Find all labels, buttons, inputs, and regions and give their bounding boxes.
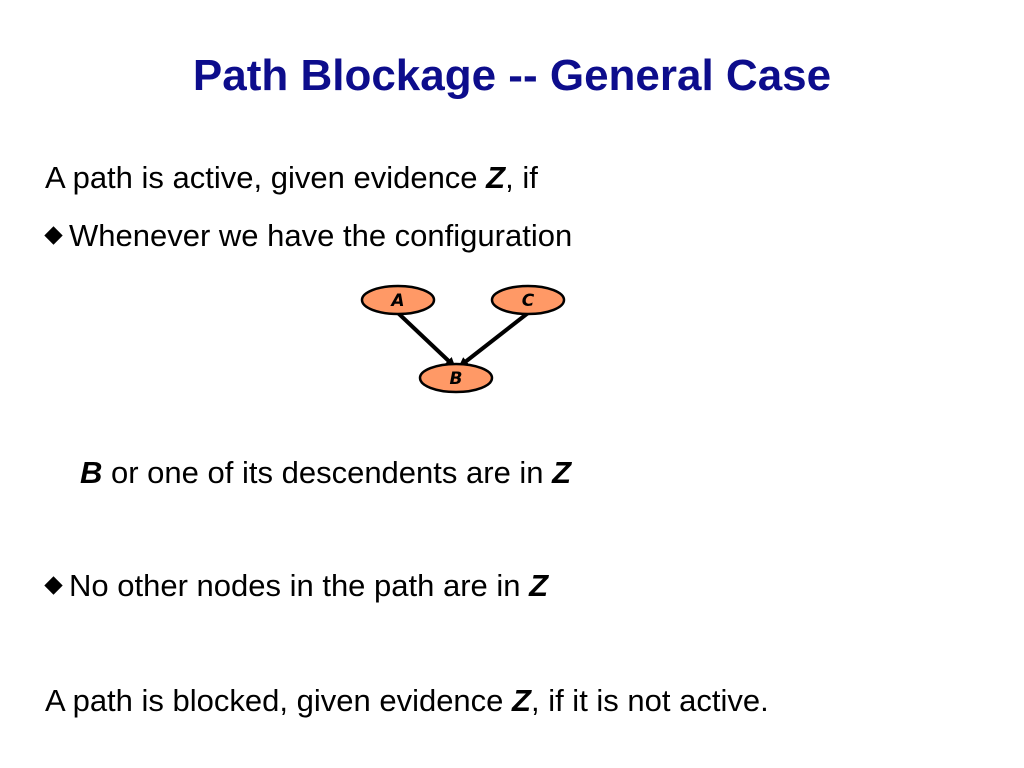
node-b-shape — [418, 362, 494, 394]
v-structure-diagram: A C B — [360, 284, 566, 394]
evidence-variable: Z — [512, 683, 531, 718]
evidence-variable: Z — [552, 455, 572, 490]
node-a: A — [360, 284, 436, 316]
descendants-condition-text: or one of its descendents are in — [102, 455, 553, 490]
node-c: C — [490, 284, 566, 316]
evidence-variable: Z — [486, 160, 506, 195]
active-definition-text: A path is active, given evidence — [45, 160, 487, 195]
node-b: B — [418, 362, 494, 394]
node-a-label: A — [389, 291, 404, 311]
bullet-no-other-nodes: No other nodes in the path are in Z — [44, 568, 549, 604]
node-b-variable: B — [80, 455, 103, 490]
node-a-shape — [360, 284, 436, 316]
node-c-label: C — [522, 291, 535, 311]
edge-c-to-b — [458, 311, 530, 368]
node-b-label: B — [450, 369, 463, 389]
evidence-variable: Z — [529, 568, 549, 603]
bullet-no-other-nodes-text: No other nodes in the path are in — [69, 568, 530, 603]
edge-a-to-b — [396, 311, 456, 368]
blocked-definition-suffix: , if it is not active. — [530, 683, 769, 718]
active-definition-suffix: , if — [505, 160, 538, 195]
diamond-bullet-icon — [44, 226, 63, 245]
slide-title: Path Blockage -- General Case — [192, 51, 832, 100]
descendants-condition: B or one of its descendents are in Z — [80, 455, 571, 491]
active-definition: A path is active, given evidence Z, if — [45, 160, 538, 196]
diamond-bullet-icon — [44, 576, 63, 595]
blocked-definition: A path is blocked, given evidence Z, if … — [45, 683, 769, 719]
bullet-configuration-text: Whenever we have the configuration — [69, 218, 573, 253]
blocked-definition-text: A path is blocked, given evidence — [45, 683, 513, 718]
bullet-configuration: Whenever we have the configuration — [44, 218, 573, 254]
node-c-shape — [490, 284, 566, 316]
